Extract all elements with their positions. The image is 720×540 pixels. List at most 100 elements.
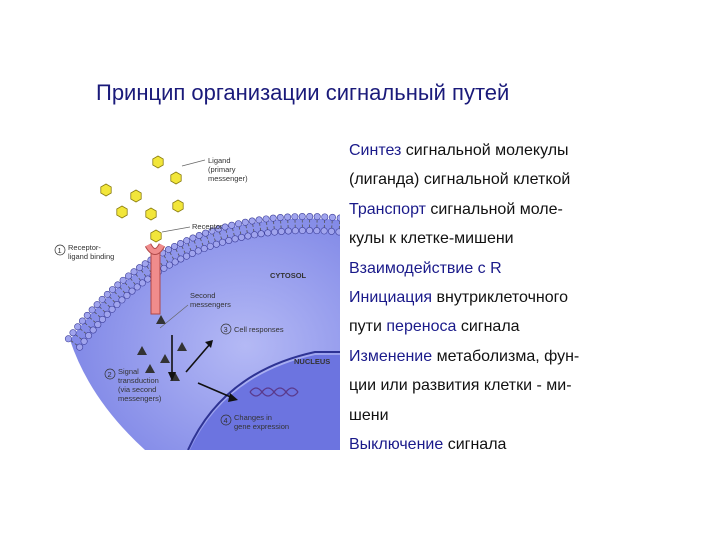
lipid-head bbox=[291, 227, 299, 235]
steps-text-block: Синтез сигнальной молекулы (лиганда) сиг… bbox=[349, 136, 669, 459]
lipid-head bbox=[98, 315, 106, 323]
line-text: сигнала bbox=[443, 436, 507, 454]
dna-helix bbox=[249, 387, 299, 397]
text-line: пути переноса сигнала bbox=[349, 312, 669, 341]
text-line: (лиганда) сигнальной клеткой bbox=[349, 165, 669, 194]
lipid-head bbox=[306, 227, 314, 235]
lipid-head bbox=[113, 301, 121, 309]
lipid-head bbox=[298, 213, 306, 221]
text-line: Взаимодействие с R bbox=[349, 254, 669, 283]
lipid-head bbox=[321, 213, 329, 221]
line-text: метаболизма, фун- bbox=[432, 347, 580, 365]
lipid-head bbox=[69, 329, 77, 337]
ligand-label-3: messenger) bbox=[208, 174, 248, 183]
lipid-head bbox=[80, 337, 88, 345]
line-text: (лиганда) сигнальной клеткой bbox=[349, 171, 571, 189]
ligand-hexagon bbox=[145, 207, 157, 221]
lipid-head bbox=[141, 260, 149, 268]
lipid-head bbox=[228, 221, 236, 229]
lipid-head bbox=[202, 229, 210, 237]
step1-number: 1 bbox=[58, 246, 62, 255]
lipid-head bbox=[328, 213, 336, 221]
lipid-head bbox=[189, 234, 197, 242]
cell-responses-label: Cell responses bbox=[234, 325, 284, 334]
lipid-head bbox=[183, 237, 191, 245]
line-text: ции или развития клетки - ми- bbox=[349, 377, 572, 395]
text-line: Транспорт сигнальной моле- bbox=[349, 195, 669, 224]
lipid-head bbox=[284, 213, 292, 221]
lipid-head bbox=[306, 213, 314, 221]
lipid-head bbox=[219, 238, 227, 246]
keyword: Взаимодействие с R bbox=[349, 259, 502, 277]
lipid-head bbox=[114, 281, 122, 289]
text-line: Инициация внутриклеточного bbox=[349, 283, 669, 312]
lipid-head bbox=[313, 213, 321, 221]
lipid-head bbox=[194, 247, 202, 255]
lipid-head bbox=[133, 283, 141, 291]
lipid-head bbox=[335, 228, 340, 236]
lipid-head bbox=[74, 323, 82, 331]
lipid-head bbox=[85, 332, 93, 340]
text-line: Синтез сигнальной молекулы bbox=[349, 136, 669, 165]
lipid-head bbox=[208, 227, 216, 235]
step4-number: 4 bbox=[224, 416, 228, 425]
lipid-head bbox=[165, 261, 173, 269]
lipid-head bbox=[262, 215, 270, 223]
lipid-head bbox=[271, 228, 279, 236]
lipid-head bbox=[248, 217, 256, 225]
lipid-head bbox=[221, 223, 229, 231]
step3-number: 3 bbox=[224, 325, 228, 334]
lipid-head bbox=[269, 214, 277, 222]
second-messengers-label: Second bbox=[190, 291, 215, 300]
lipid-head bbox=[177, 239, 185, 247]
cytosol-label: CYTOSOL bbox=[270, 271, 307, 280]
receptor-protein bbox=[144, 243, 166, 315]
step3-circle bbox=[220, 323, 232, 335]
keyword: переноса bbox=[386, 318, 457, 336]
lipid-head bbox=[276, 214, 284, 222]
step4-circle bbox=[220, 414, 232, 426]
lipid-head bbox=[119, 276, 127, 284]
lipid-head bbox=[225, 237, 233, 245]
lipid-head bbox=[188, 249, 196, 257]
ligand-hexagon bbox=[130, 189, 142, 203]
lipid-head bbox=[136, 264, 144, 272]
lipid-head bbox=[327, 227, 335, 235]
pathway-arrows bbox=[168, 335, 238, 402]
lipid-head bbox=[160, 264, 168, 272]
line-text: внутриклеточного bbox=[432, 289, 569, 307]
text-line: шени bbox=[349, 401, 669, 430]
lipid-head bbox=[284, 227, 292, 235]
lipid-head bbox=[255, 216, 263, 224]
lipid-head bbox=[231, 235, 239, 243]
lipid-head bbox=[76, 343, 84, 351]
step2-label-2: transduction bbox=[118, 376, 159, 385]
lipid-head bbox=[108, 286, 116, 294]
keyword: Транспорт bbox=[349, 200, 426, 218]
second-messengers-label-2: messengers bbox=[190, 300, 231, 309]
ligand-label-2: (primary bbox=[208, 165, 236, 174]
lipid-head bbox=[83, 311, 91, 319]
lipid-head bbox=[89, 326, 97, 334]
lipid-head bbox=[170, 242, 178, 250]
lipid-head bbox=[277, 227, 285, 235]
keyword: Синтез bbox=[349, 142, 402, 159]
receptor-label: Receptor bbox=[192, 222, 223, 231]
line-text: сигнала bbox=[456, 318, 520, 336]
lipid-head bbox=[108, 305, 116, 313]
gene-expression-label-2: gene expression bbox=[234, 422, 289, 431]
lipid-head bbox=[241, 218, 249, 226]
lipid-head bbox=[103, 310, 111, 318]
lipid-head bbox=[130, 268, 138, 276]
lipid-head bbox=[238, 233, 246, 241]
lipid-head bbox=[313, 227, 321, 235]
lipid-head bbox=[88, 306, 96, 314]
nuclear-envelope bbox=[187, 351, 340, 450]
lipid-head bbox=[291, 213, 299, 221]
lipid-head bbox=[264, 229, 272, 237]
lipid-head bbox=[234, 220, 242, 228]
step1-circle bbox=[54, 244, 66, 256]
keyword: Выключение bbox=[349, 436, 444, 454]
nucleus-label: NUCLEUS bbox=[294, 357, 330, 366]
text-line: Изменение метаболизма, фун- bbox=[349, 342, 669, 371]
